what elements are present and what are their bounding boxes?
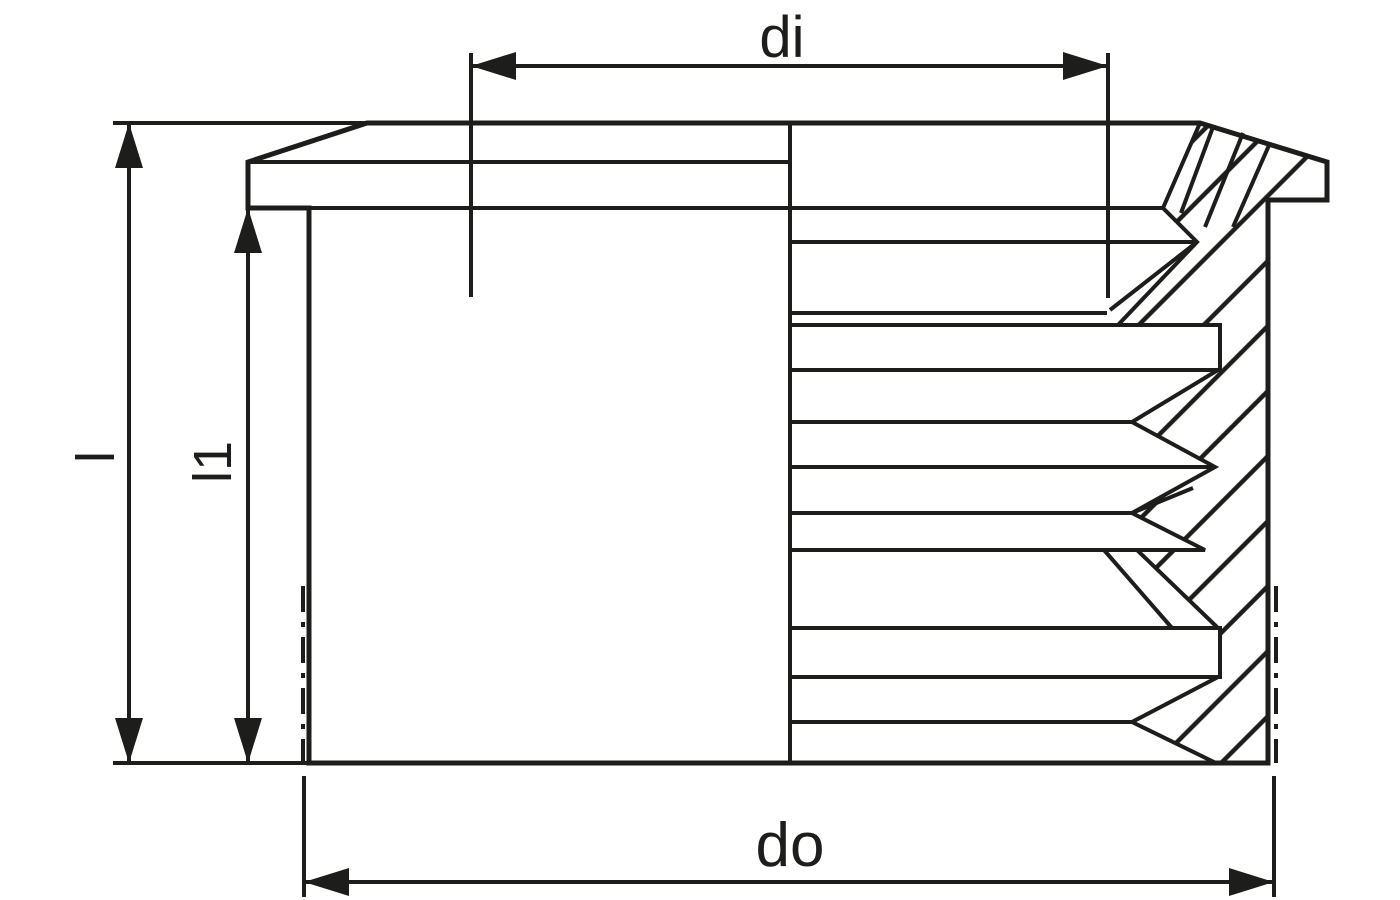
do-arrowhead-right (1229, 868, 1274, 896)
l1-arrowhead-bottom (234, 718, 262, 763)
dimension-label-di: di (759, 5, 805, 70)
dimension-label-do: do (755, 811, 825, 880)
l-arrowhead-top (115, 123, 143, 168)
dimension-do (302, 776, 1276, 897)
di-arrowhead-left (471, 52, 516, 80)
dimension-l (113, 121, 370, 765)
dimension-di (469, 52, 1110, 298)
part-outline (245, 120, 1330, 766)
dimension-label-l: l (66, 451, 126, 463)
l1-arrowhead-top (234, 208, 262, 253)
front-view-edges (248, 123, 1163, 763)
bevel-band-hatch (1179, 126, 1272, 228)
thread-crest-band (788, 323, 1222, 372)
do-arrowhead-left (304, 868, 349, 896)
l-arrowhead-bottom (115, 718, 143, 763)
centerline-marks (301, 586, 1278, 763)
dimension-label-l1: l1 (183, 440, 243, 484)
thread-crest-band (788, 626, 1222, 679)
thread-profile-lines (790, 240, 1215, 724)
dimension-l1 (234, 208, 262, 763)
di-arrowhead-right (1063, 52, 1108, 80)
